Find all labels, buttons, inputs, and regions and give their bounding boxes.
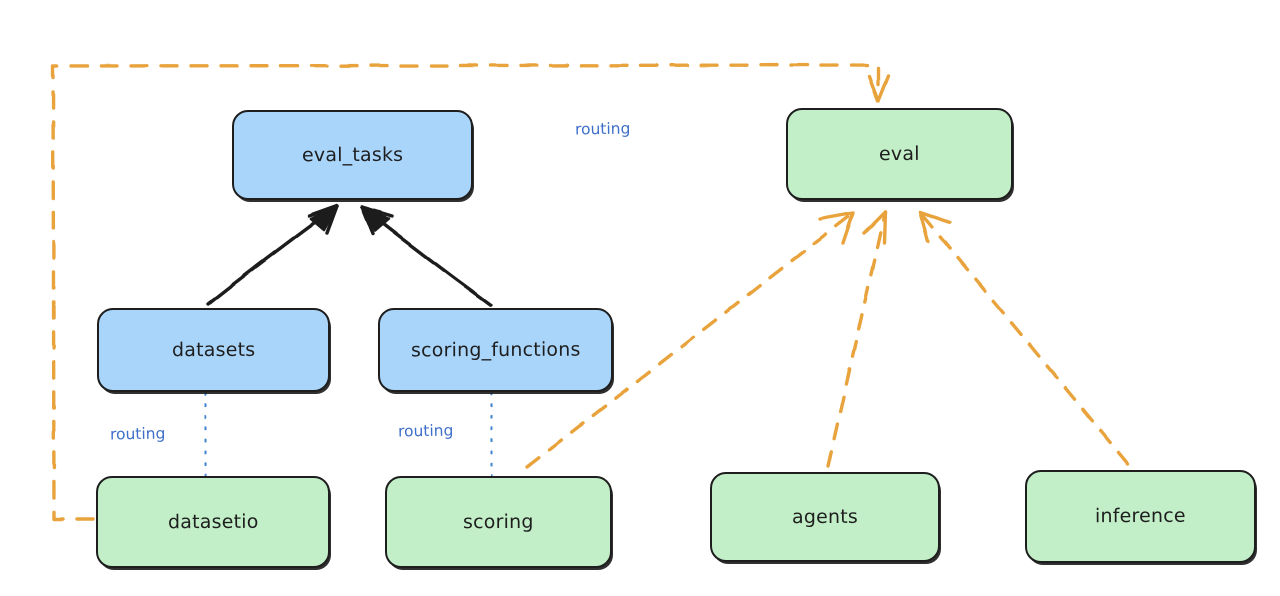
node-label-scoring: scoring — [463, 510, 534, 533]
node-label-datasetio: datasetio — [167, 510, 259, 533]
node-label-agents: agents — [791, 505, 859, 528]
node-scoring_functions[interactable]: scoring_functions — [378, 308, 613, 392]
edge-label-routing-eval_tasks-eval: routing — [574, 119, 631, 139]
node-datasets[interactable]: datasets — [97, 308, 330, 392]
node-datasetio[interactable]: datasetio — [96, 476, 330, 568]
edge-datasets-to-datasetio — [203, 391, 208, 478]
edge-label-routing-datasets-datasetio: routing — [109, 424, 166, 444]
node-label-scoring_functions: scoring_functions — [410, 338, 581, 361]
node-label-eval_tasks: eval_tasks — [301, 143, 404, 166]
node-eval_tasks[interactable]: eval_tasks — [232, 110, 473, 200]
edge-agents-to-eval — [826, 210, 887, 468]
node-agents[interactable]: agents — [710, 472, 940, 562]
node-label-inference: inference — [1095, 504, 1186, 528]
edge-datasets-to-eval_tasks — [206, 204, 339, 306]
node-inference[interactable]: inference — [1025, 470, 1256, 563]
edge-inference-to-eval — [918, 210, 1130, 466]
node-label-datasets: datasets — [171, 338, 256, 361]
node-eval[interactable]: eval — [786, 108, 1013, 200]
edge-scoring_functions-to-scoring — [489, 391, 494, 478]
node-label-eval: eval — [879, 142, 920, 165]
edge-scoring_functions-to-eval_tasks — [360, 205, 493, 307]
node-scoring[interactable]: scoring — [385, 476, 612, 568]
edge-label-routing-scoring_functions-scoring: routing — [397, 421, 454, 441]
